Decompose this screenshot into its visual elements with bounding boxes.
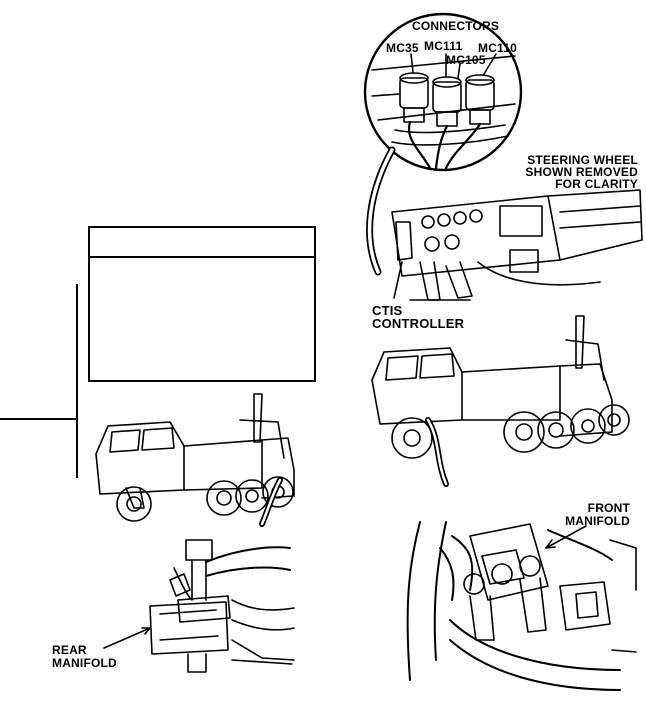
callout-box (88, 226, 316, 382)
steering-note-line3: FOR CLARITY (555, 177, 638, 191)
callout-box-header (90, 228, 314, 258)
mc105-label: MC105 (446, 53, 486, 67)
margin-leader-line (0, 418, 78, 420)
mc35-label: MC35 (386, 41, 419, 55)
connectors-detail-circle (363, 12, 523, 172)
truck-left-drawing (95, 393, 295, 527)
steering-note-line2: SHOWN REMOVED (525, 165, 638, 179)
ctis-label-line1: CTIS (372, 303, 403, 318)
ctis-label-line2: CONTROLLER (372, 316, 465, 331)
front-manifold-label-line2: MANIFOLD (565, 514, 630, 528)
steering-note-line1: STEERING WHEEL (527, 153, 638, 167)
connectors-label: CONNECTORS (412, 19, 500, 33)
mc111-label: MC111 (424, 39, 463, 53)
connector-mc111 (432, 76, 462, 127)
connector-mc110 (465, 74, 495, 125)
change-bar (76, 284, 78, 478)
rear-manifold-drawing (103, 539, 295, 673)
truck-right-drawing (371, 315, 630, 487)
dashboard-drawing (391, 189, 643, 301)
rear-manifold-label-line2: MANIFOLD (52, 656, 117, 670)
connector-mc35 (399, 72, 429, 123)
mc110-label: MC110 (478, 41, 518, 55)
front-manifold-drawing (406, 521, 637, 691)
front-manifold-label-line1: FRONT (587, 501, 630, 515)
rear-manifold-label-line1: REAR (52, 643, 87, 657)
